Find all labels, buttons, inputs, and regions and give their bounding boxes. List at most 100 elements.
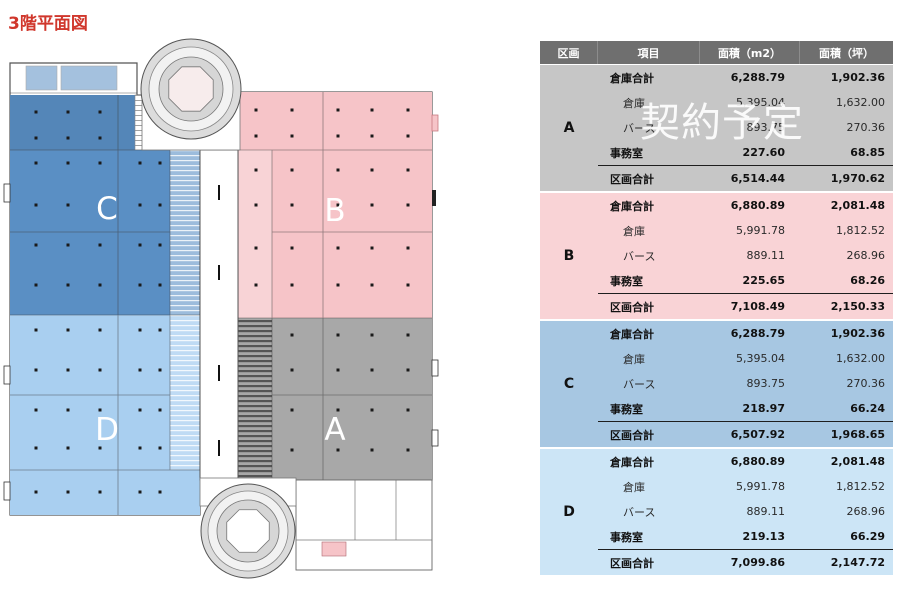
row-area-m2: 7,099.86 xyxy=(730,556,785,569)
row-item-label: 倉庫合計 xyxy=(610,199,654,213)
column-marker xyxy=(290,168,294,172)
header-area-tsubo: 面積（坪） xyxy=(819,46,874,60)
column-marker xyxy=(406,168,410,172)
row-area-m2: 893.75 xyxy=(746,121,786,134)
page-title: 3階平面図 xyxy=(8,14,88,34)
column-marker xyxy=(406,368,410,372)
row-area-tsubo: 1,968.65 xyxy=(830,428,885,441)
column-marker xyxy=(98,283,102,287)
column-marker xyxy=(370,203,374,207)
row-item-label: 倉庫 xyxy=(623,352,645,366)
row-item-label: 倉庫 xyxy=(623,96,645,110)
column-marker xyxy=(34,110,38,114)
column-marker xyxy=(254,134,258,138)
row-area-m2: 7,108.49 xyxy=(730,300,785,313)
zone-d-berth-stripes xyxy=(170,315,200,470)
row-area-tsubo: 1,812.52 xyxy=(836,480,885,493)
floor-plan: C B D A xyxy=(3,38,439,579)
row-item-label: 倉庫 xyxy=(623,224,645,238)
column-marker xyxy=(290,108,294,112)
header-area-m2: 面積（m2） xyxy=(700,41,800,64)
column-marker xyxy=(336,134,340,138)
row-item-label: 事務室 xyxy=(610,402,643,416)
small-room xyxy=(60,65,118,91)
column-markers xyxy=(34,108,410,494)
column-marker xyxy=(336,203,340,207)
column-marker xyxy=(406,246,410,250)
row-area-m2: 219.13 xyxy=(742,530,785,543)
row-item-label: 区画合計 xyxy=(610,428,654,442)
grid-lines xyxy=(10,92,432,515)
column-marker xyxy=(406,134,410,138)
row-area-m2: 5,991.78 xyxy=(736,480,785,493)
ramp-core xyxy=(226,509,270,553)
row-item-label: 倉庫 xyxy=(623,480,645,494)
column-marker xyxy=(406,333,410,337)
zone-c-berth-stripes xyxy=(170,150,200,315)
row-area-tsubo: 2,147.72 xyxy=(830,556,885,569)
column-marker xyxy=(370,448,374,452)
column-marker xyxy=(370,283,374,287)
row-area-tsubo: 1,632.00 xyxy=(836,352,885,365)
column-marker xyxy=(34,136,38,140)
door-marker xyxy=(3,183,11,203)
zone-label-d: D xyxy=(95,412,119,448)
row-area-m2: 6,288.79 xyxy=(730,71,785,84)
row-area-tsubo: 2,081.48 xyxy=(830,199,885,212)
spiral-ramp-south xyxy=(199,477,297,579)
ramp-core xyxy=(168,66,214,112)
column-marker xyxy=(370,168,374,172)
column-marker xyxy=(370,408,374,412)
column-marker xyxy=(290,246,294,250)
column-marker xyxy=(34,203,38,207)
row-area-m2: 6,880.89 xyxy=(730,455,785,468)
column-marker xyxy=(254,283,258,287)
row-area-m2: 227.60 xyxy=(742,146,785,159)
zone-c-upper-area xyxy=(10,95,135,150)
door-marker xyxy=(3,365,11,385)
zone-cell: B xyxy=(563,248,575,264)
row-item-label: バース xyxy=(623,249,656,263)
header-zone: 区画 xyxy=(540,41,598,64)
annex-outline xyxy=(295,479,433,571)
zone-c-upper-shade xyxy=(10,95,135,150)
column-marker xyxy=(406,283,410,287)
column-marker xyxy=(290,368,294,372)
column-marker xyxy=(370,368,374,372)
row-area-m2: 6,514.44 xyxy=(730,172,785,185)
row-item-label: バース xyxy=(623,121,656,135)
column-marker xyxy=(66,136,70,140)
column-marker xyxy=(254,203,258,207)
column-marker xyxy=(290,333,294,337)
column-marker xyxy=(98,408,102,412)
row-item-label: 区画合計 xyxy=(610,300,654,314)
column-marker xyxy=(254,168,258,172)
row-area-tsubo: 68.26 xyxy=(850,274,885,287)
column-marker xyxy=(336,108,340,112)
row-area-m2: 6,288.79 xyxy=(730,327,785,340)
zone-label-a: A xyxy=(324,412,345,448)
column-marker xyxy=(34,328,38,332)
row-area-tsubo: 1,970.62 xyxy=(830,172,885,185)
row-area-tsubo: 1,632.00 xyxy=(836,96,885,109)
row-area-tsubo: 68.85 xyxy=(850,146,885,159)
zone-a-berth-stripes xyxy=(238,318,272,480)
column-marker xyxy=(34,283,38,287)
row-area-tsubo: 66.29 xyxy=(850,530,885,543)
zone-cell: D xyxy=(563,504,575,520)
zone-b-upper-area xyxy=(238,92,432,150)
header-item: 項目 xyxy=(598,41,700,64)
